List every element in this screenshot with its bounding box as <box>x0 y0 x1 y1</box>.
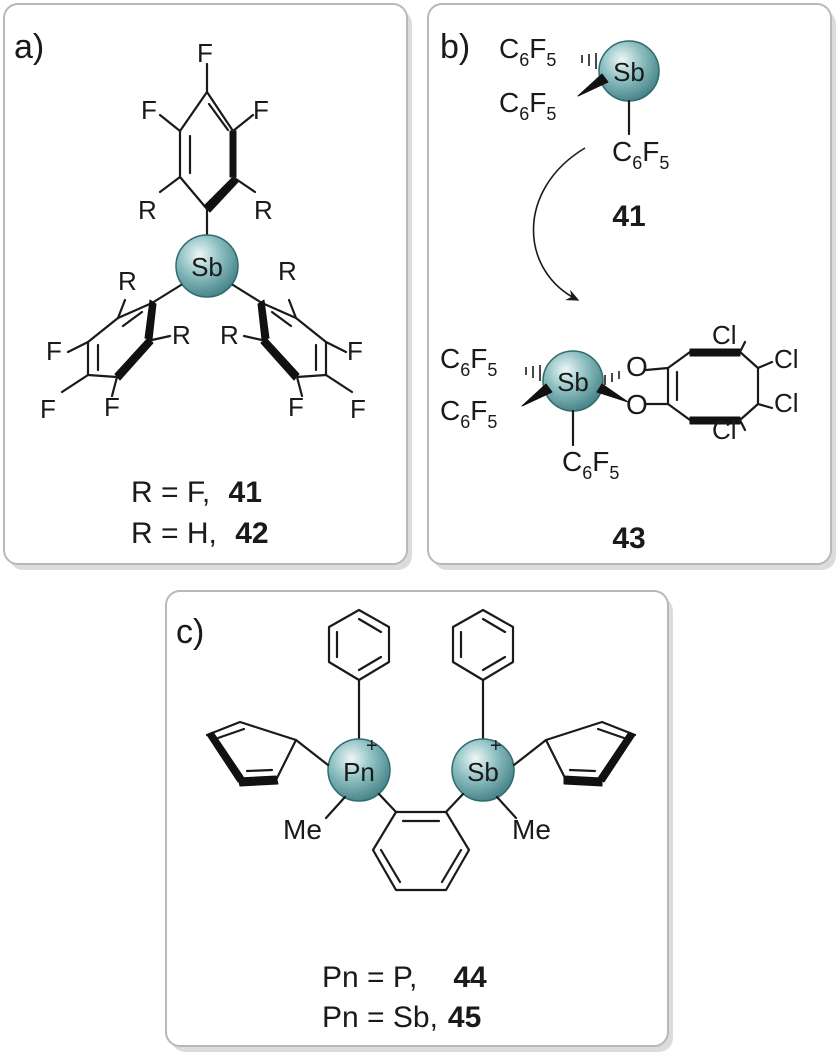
sb-atom-43-label: Sb <box>557 367 589 397</box>
f-right-label: F <box>253 95 269 125</box>
compound-label-41: 41 <box>612 200 645 233</box>
r-right-label: R <box>254 195 273 225</box>
left-aryl-ring <box>60 283 183 398</box>
panel-a-tag: a) <box>14 28 44 66</box>
pn-atom-sphere <box>327 738 391 802</box>
f-c-left-label: F <box>104 392 120 422</box>
central-benzene <box>371 792 471 892</box>
legend-line-1: R = F, 41 <box>131 476 262 509</box>
r-top-right-label: R <box>278 256 297 286</box>
top-aryl-ring <box>158 62 257 244</box>
cl-lower-right-label: Cl <box>774 388 799 418</box>
panel-b: b) Sb C6F5 C6F5 C6F5 41 Sb <box>440 28 799 555</box>
c6f5-upper-41: C6F5 <box>499 33 556 70</box>
wedge-bond-41 <box>577 73 609 97</box>
reaction-arrow <box>532 147 586 301</box>
f-a-right-label: F <box>347 336 363 366</box>
f-a-left-label: F <box>46 336 62 366</box>
f-c-right-label: F <box>288 392 304 422</box>
r-inner-left-label: R <box>172 320 191 350</box>
pn-atom-label: Pn <box>343 757 375 787</box>
sb-atom-sphere <box>175 234 239 298</box>
c6f5-bottom-41: C6F5 <box>612 136 669 173</box>
o-lower-label: O <box>626 389 648 420</box>
cl-top-label: Cl <box>712 320 737 350</box>
catechol-ring <box>644 340 774 432</box>
c6f5-upper-43: C6F5 <box>440 343 497 380</box>
panel-a: a) F F F R R Sb R R F F F <box>14 28 366 550</box>
me-right-label: Me <box>512 814 551 845</box>
sb-cation-label: Sb <box>467 757 499 787</box>
r-top-left-label: R <box>118 266 137 296</box>
panel-c-tag: c) <box>176 613 204 651</box>
phenyl-top-left <box>327 608 391 747</box>
panel-b-tag: b) <box>440 28 470 66</box>
panel-c-frame <box>165 590 669 1047</box>
sb-atom-41-label: Sb <box>613 57 645 87</box>
legend-line-2: R = H, 42 <box>131 517 269 550</box>
c6f5-lower-41: C6F5 <box>499 87 556 124</box>
phenyl-left-perspective <box>205 720 330 787</box>
hashed-bond-41 <box>581 53 597 69</box>
phenyl-top-right <box>451 608 515 747</box>
right-aryl-ring <box>231 283 354 398</box>
panel-frames <box>3 3 836 1052</box>
hashed-bond-43-left <box>525 365 541 381</box>
cl-bottom-label: Cl <box>712 415 737 445</box>
sb-charge: + <box>490 735 502 757</box>
me-left-label: Me <box>283 814 322 845</box>
f-b-left-label: F <box>40 394 56 424</box>
f-left-label: F <box>141 95 157 125</box>
wedge-bond-43-right <box>596 383 629 403</box>
legend-c-line-2: Pn = Sb,45 <box>322 1001 481 1034</box>
r-left-label: R <box>138 195 157 225</box>
pn-charge: + <box>366 735 378 757</box>
panel-c: c) Pn + Sb + <box>176 608 637 1034</box>
sb-atom-label: Sb <box>191 252 223 282</box>
c6f5-lower-43: C6F5 <box>440 395 497 432</box>
c6f5-bottom-43: C6F5 <box>562 446 619 483</box>
sb-cation-sphere <box>451 738 515 802</box>
f-b-right-label: F <box>350 394 366 424</box>
wedge-bond-43-left <box>521 383 553 407</box>
legend-c-line-1: Pn = P,44 <box>322 961 487 994</box>
f-top-label: F <box>197 38 213 68</box>
hashed-bond-43-right <box>604 371 620 385</box>
r-inner-right-label: R <box>220 320 239 350</box>
compound-label-43: 43 <box>612 522 645 555</box>
o-upper-label: O <box>626 351 648 382</box>
cl-upper-right-label: Cl <box>774 344 799 374</box>
phenyl-right-perspective <box>512 720 637 787</box>
